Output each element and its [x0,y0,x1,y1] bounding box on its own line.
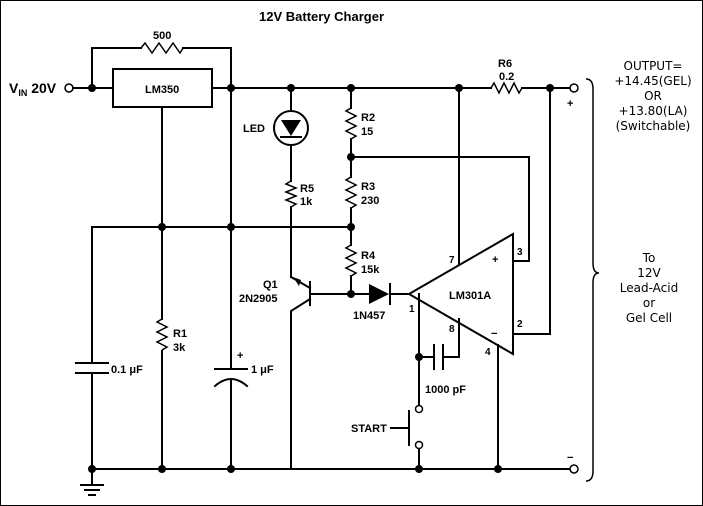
r2-value: 15 [361,126,373,138]
diode-label: 1N457 [353,310,385,322]
output-line: OUTPUT= [624,59,683,73]
output-line: +13.80(LA) [619,104,688,118]
resistor-r1 [155,318,169,351]
r3-name: R3 [361,181,375,193]
q1-name: Q1 [263,279,278,291]
output-line: OR [644,89,662,103]
battery-line: or [643,296,655,310]
battery-line: 12V [637,266,661,280]
q1-collector [290,297,312,470]
r4-value: 15k [361,264,380,276]
c3-label: 1000 pF [425,384,466,396]
pin-2-label: 2 [517,319,523,330]
led-triangle [281,120,301,136]
c2-label: 1 μF [251,364,274,376]
output-spec-text: OUTPUT= +14.45(GEL) OR +13.80(LA) (Switc… [614,59,691,133]
output-plus-terminal [569,83,579,93]
resistor-r6 [490,81,523,95]
feedback-wire-pin2 [512,87,551,335]
opamp-label: LM301A [449,290,491,302]
r1-name: R1 [173,328,187,340]
ground-icon [80,468,104,496]
r6-name: R6 [498,58,512,70]
c2-polarity: + [237,350,243,362]
lm350-label: LM350 [145,84,179,96]
pin-4-label: 4 [485,347,491,358]
junction-dot [227,465,235,473]
c1-label: 0.1 μF [111,364,143,376]
output-plus-sign: + [567,98,573,110]
opamp-plus-sign: + [492,254,498,266]
output-line: +14.45(GEL) [614,74,691,88]
schematic-title: 12V Battery Charger [259,9,384,24]
opamp-minus-sign: − [491,328,497,340]
battery-line: To [642,251,656,265]
q1-emitter [289,275,312,290]
q1-part: 2N2905 [239,293,278,305]
junction-dot [347,223,355,231]
start-contact-top [414,404,424,414]
q1-emitter-arrow [293,277,301,286]
resistor-500-label: 500 [153,30,171,42]
bypass-wire-right [182,47,232,89]
lm350-regulator [112,68,213,108]
junction-dot [158,465,166,473]
lm301a-opamp [406,232,514,356]
led-label: LED [243,123,265,135]
pin-8-label: 8 [449,324,455,335]
resistor-r4 [344,244,358,277]
r6-value: 0.2 [499,71,514,83]
diode-icon [369,284,389,304]
pin-3-label: 3 [517,247,523,258]
junction-dot [494,465,502,473]
resistor-r3 [344,176,358,209]
r5-name: R5 [300,183,314,195]
r2-name: R2 [361,112,375,124]
start-contact-bottom [414,440,424,450]
bypass-wire-left [91,47,142,89]
resistor-r2 [344,107,358,140]
battery-spec-text: To 12V Lead-Acid or Gel Cell [620,251,678,325]
pin-1-label: 1 [409,304,415,315]
vin-terminal [64,83,74,93]
r4-name: R4 [361,250,376,262]
c3-lead-pin8 [442,318,460,358]
r3-value: 230 [361,195,379,207]
resistor-500 [140,41,184,55]
vin-label: VIN 20V [9,80,57,98]
junction-dot [415,465,423,473]
pin-7-label: 7 [449,255,455,266]
resistor-r5 [283,180,299,208]
battery-line: Lead-Acid [620,281,678,295]
output-minus-terminal [569,464,579,474]
start-label[interactable]: START [351,423,387,435]
battery-line: Gel Cell [626,311,672,325]
r1-value: 3k [173,342,186,354]
feedback-wire-pin3 [350,156,530,262]
output-brace [585,78,600,482]
output-line: (Switchable) [616,119,691,133]
output-minus-sign: − [567,452,573,464]
r5-value: 1k [300,196,313,208]
